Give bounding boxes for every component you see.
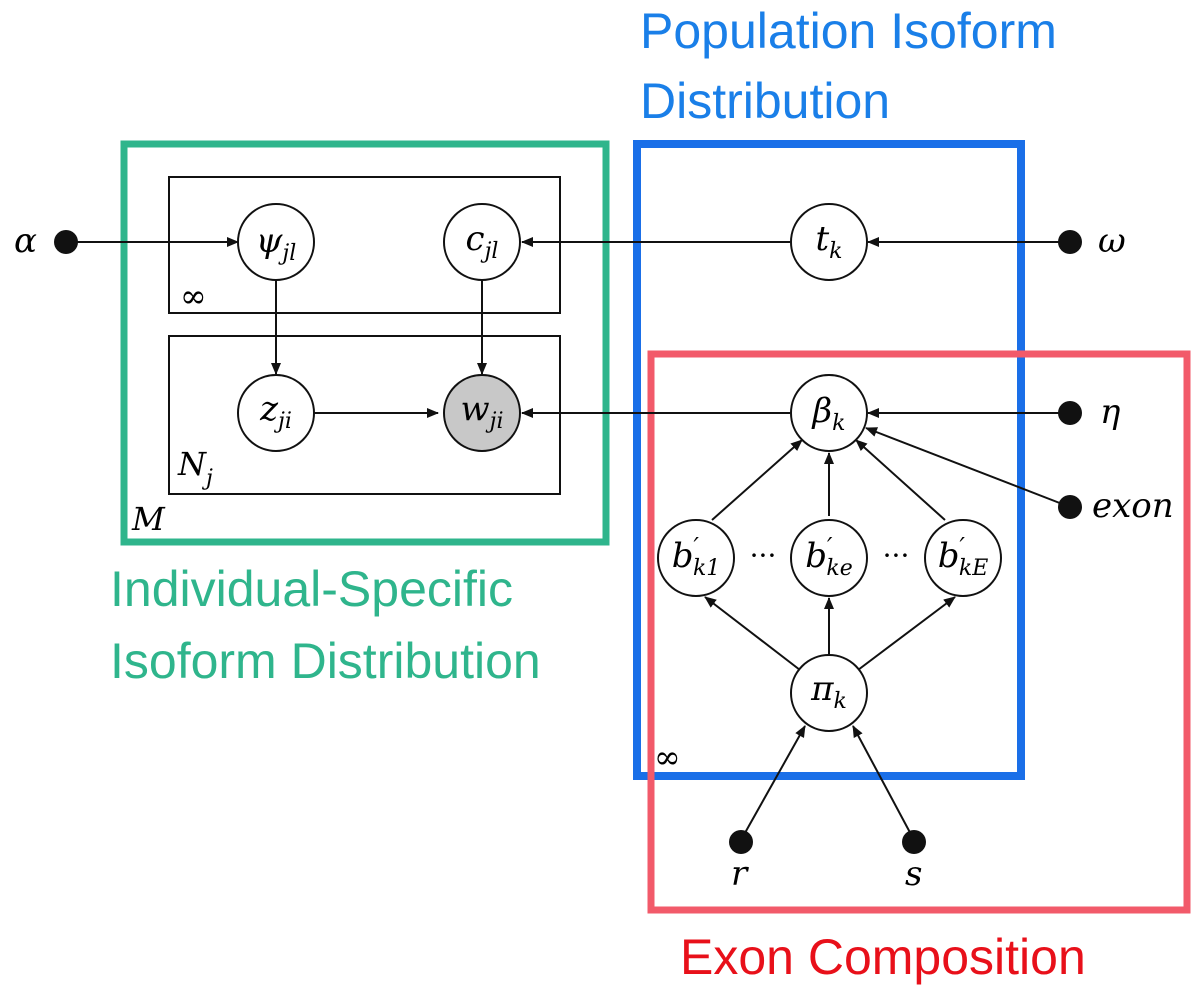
- dot-exon: [1058, 495, 1082, 519]
- node-b1-label: b′k1: [672, 533, 721, 581]
- plate-top-inner-label: ∞: [180, 277, 207, 315]
- caption-individual-line2: Isoform Distribution: [110, 633, 541, 689]
- node-bE: b′kE: [924, 519, 1002, 597]
- node-be-label: b′ke: [805, 533, 853, 581]
- node-t-circle: [790, 203, 868, 281]
- caption-population-line2: Distribution: [640, 73, 890, 129]
- individual-region-box: [120, 140, 610, 546]
- node-psi: ψjl: [237, 203, 315, 281]
- node-pi-label: πk: [810, 669, 847, 714]
- plate-outer-label: M: [131, 500, 166, 538]
- label-exon: exon: [1092, 486, 1174, 526]
- caption-population-line1: Population Isoform: [640, 3, 1057, 59]
- caption-exon-composition: Exon Composition: [680, 929, 1086, 985]
- exon-composition-region-box: [647, 350, 1191, 914]
- population-region-box: [633, 140, 1025, 780]
- label-eta: η: [1100, 392, 1121, 432]
- label-alpha: α: [14, 221, 37, 261]
- label-s: s: [905, 854, 922, 894]
- edge-pi-bE: [857, 596, 956, 671]
- node-t: tk: [790, 203, 868, 281]
- edge-pi-b1: [704, 596, 801, 671]
- node-bE-circle: [924, 519, 1002, 597]
- dot-alpha: [54, 230, 78, 254]
- plate-isoform-label: ∞: [654, 738, 681, 776]
- edge-b1-beta: [711, 439, 803, 521]
- node-c-circle: [443, 203, 521, 281]
- label-omega: ω: [1098, 221, 1126, 261]
- node-b1: b′k1: [657, 519, 735, 597]
- node-beta-circle: [790, 374, 868, 452]
- node-c-label: cjl: [466, 219, 499, 264]
- dot-omega: [1058, 230, 1082, 254]
- dot-r: [729, 830, 753, 854]
- node-be: b′ke: [790, 519, 868, 597]
- node-beta-label: βk: [811, 391, 846, 436]
- edge-s-pi: [852, 725, 915, 841]
- dot-eta: [1058, 401, 1082, 425]
- plate-bottom-inner: [168, 335, 561, 495]
- node-pi-circle: [790, 654, 868, 732]
- node-beta: βk: [790, 374, 868, 452]
- node-be-circle: [790, 519, 868, 597]
- node-z-circle: [237, 374, 315, 452]
- ellipsis-left: ···: [750, 539, 777, 572]
- dot-s: [902, 830, 926, 854]
- edge-bE-beta: [855, 439, 946, 521]
- edge-r-pi: [740, 725, 806, 841]
- node-psi-circle: [237, 203, 315, 281]
- edge-exon-beta: [865, 427, 1071, 508]
- node-c: cjl: [443, 203, 521, 281]
- node-b1-circle: [657, 519, 735, 597]
- node-t-label: tk: [815, 219, 842, 264]
- node-z-label: zji: [259, 389, 292, 434]
- plate-top-inner: [168, 176, 561, 314]
- node-w-label: wji: [461, 389, 504, 434]
- plate-bottom-inner-label: Nj: [177, 445, 213, 491]
- node-z: zji: [237, 374, 315, 452]
- node-pi: πk: [790, 654, 868, 732]
- node-w: wji: [443, 374, 521, 452]
- node-w-circle: [443, 374, 521, 452]
- label-r: r: [731, 854, 749, 894]
- caption-individual-line1: Individual-Specific: [110, 561, 513, 617]
- ellipsis-right: ···: [883, 539, 910, 572]
- node-bE-label: b′kE: [938, 533, 989, 581]
- node-psi-label: ψjl: [256, 221, 297, 266]
